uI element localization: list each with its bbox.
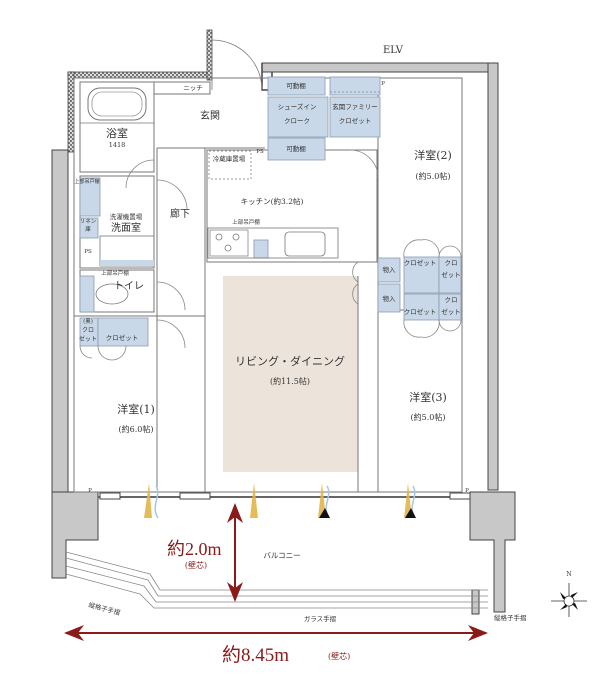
ps-marker-kitchen: PS [256,149,264,155]
compass-north-label: N [566,571,572,578]
compass-icon [551,583,587,617]
living-dining-size: (約11.5帖) [269,377,311,386]
depth-dimension: 約2.0m [167,539,222,559]
w2-closet-small-line2: ゼット [441,271,461,279]
w1-closet-small-line2: クロ [81,327,95,334]
hallway-name: 廊下 [170,209,190,220]
glass-railing: ガラス手摺 [303,615,337,623]
ps-marker-washroom: PS [84,249,92,255]
p-marker-right: P [465,488,469,494]
width-dimension-note: (壁芯) [328,652,351,661]
w1-closet-small-line1: (奥) [83,319,93,325]
p-marker-left: P [88,488,92,494]
living-dining-name: リビング・ダイニング [235,355,345,368]
western3-size: (約5.0帖) [410,413,446,422]
western1-name: 洋室(1) [117,403,155,416]
toilet-name: トイレ [114,281,144,292]
w3-closet-small-line2: ゼット [441,308,461,316]
balcony-name: バルコニー [263,551,301,560]
width-dimension: 約8.45m [222,645,290,666]
family-closet-line1: 玄関ファミリー [332,103,378,111]
p-marker-top: P [381,81,385,87]
niche-label: ニッチ [183,84,203,92]
kitchen-name: キッチン(約3.2帖) [240,197,304,206]
kitchen-upper-cabinet: 上部吊戸棚 [232,220,260,226]
fridge-space-label: 冷蔵庫置場 [212,155,246,163]
washer-space-label: 洗濯機置場 [109,213,143,221]
toilet-upper-cabinet: 上部吊戸棚 [101,271,129,277]
elv-label: ELV [383,45,403,56]
movable-shelf-top: 可動棚 [286,82,306,90]
shoes-in-closet-line2: クローク [284,117,310,125]
western1-size: (約6.0帖) [118,425,154,434]
w1-closet: クロゼット [105,334,139,342]
bath-name: 浴室 [106,127,128,140]
linen-line2: 庫 [85,227,91,233]
w3-closet: クロゼット [403,308,437,316]
storage-a: 物入 [382,266,396,274]
depth-dimension-note: (壁芯) [184,561,208,570]
w2-closet: クロゼット [403,259,437,267]
w1-closet-small-line3: ゼット [78,336,98,343]
washroom-name: 洗面室 [111,223,141,234]
w3-closet-small-line1: クロ [444,296,458,304]
movable-shelf-bottom: 可動棚 [286,145,306,153]
entrance-name: 玄関 [200,111,220,122]
washroom-upper-cabinet: 上部吊戸棚 [74,179,100,185]
shoes-in-closet-line1: シューズイン [277,103,317,111]
living-dining-floor [223,276,358,472]
w2-closet-small-line1: クロ [444,259,458,267]
storage-b: 物入 [382,295,396,303]
western3-name: 洋室(3) [409,391,447,404]
lattice-railing-right: 縦格子手摺 [494,614,527,622]
western2-name: 洋室(2) [414,149,452,162]
western2-size: (約5.0帖) [415,172,451,181]
linen-line1: リネン [79,219,97,225]
family-closet-line2: クロゼット [338,117,372,125]
bath-size: 1418 [108,141,126,149]
